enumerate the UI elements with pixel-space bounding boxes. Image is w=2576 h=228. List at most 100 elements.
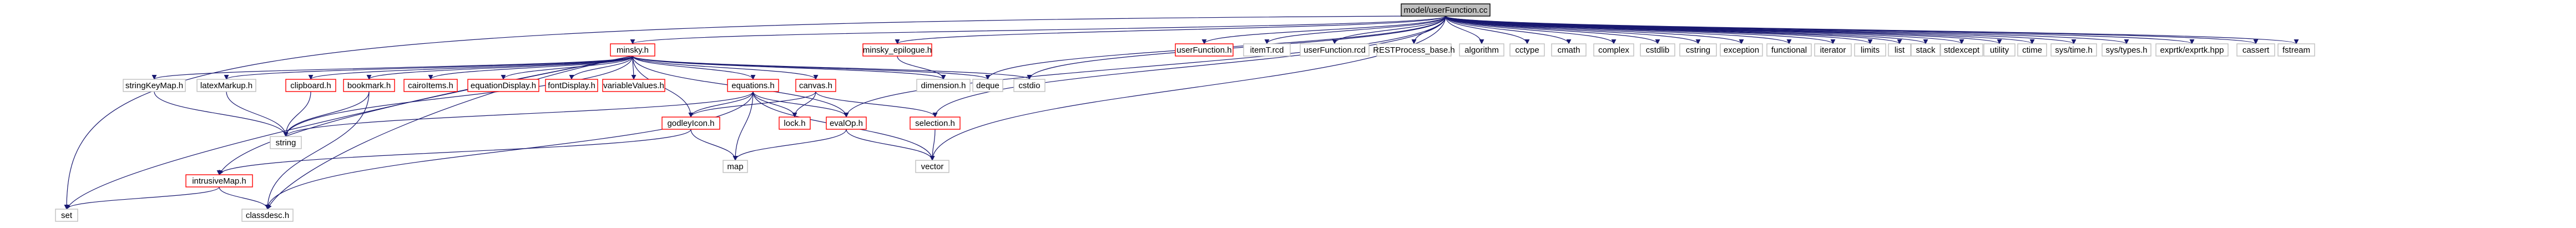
node-cairoItems[interactable]: cairoItems.h (403, 79, 458, 92)
node-utility: utility (1983, 43, 2016, 57)
node-box (1175, 43, 1234, 57)
node-label: classdesc.h (246, 211, 289, 220)
node-cmath: cmath (1551, 43, 1587, 57)
node-box (826, 116, 867, 130)
node-box (1814, 43, 1852, 57)
edge-minsky-to-bookmark (366, 55, 633, 80)
edges-layer (64, 16, 2299, 210)
node-box (862, 43, 932, 57)
node-selection[interactable]: selection.h (910, 116, 961, 130)
node-cstdio: cstdio (1013, 79, 1045, 92)
node-functional: functional (1766, 43, 1812, 57)
node-string: string (270, 136, 302, 149)
node-label: stdexcept (1944, 45, 1980, 55)
edge-root-to-complex (1445, 16, 1617, 44)
node-minsky_epilogue[interactable]: minsky_epilogue.h (862, 43, 932, 57)
edge-intrusiveMap-to-set (64, 186, 220, 210)
node-label: selection.h (915, 119, 955, 128)
edge-minsky_epilogue-to-dimension (897, 55, 946, 80)
node-cstring: cstring (1679, 43, 1717, 57)
node-bookmark[interactable]: bookmark.h (343, 79, 395, 92)
edge-root-to-exception (1445, 16, 1744, 44)
node-label: evalOp.h (830, 119, 863, 128)
node-clipboard[interactable]: clipboard.h (285, 79, 336, 92)
node-box (2102, 43, 2151, 57)
node-box (779, 116, 811, 130)
node-classdesc: classdesc.h (241, 209, 294, 222)
edge-minsky-to-stringKeyMap (151, 55, 633, 80)
node-evalOp[interactable]: evalOp.h (826, 116, 867, 130)
edge-canvas-to-godleyIcon (688, 91, 816, 118)
edge-godleyIcon-to-map (690, 129, 738, 161)
node-box (661, 116, 720, 130)
node-box (602, 79, 665, 92)
node-box (2050, 43, 2097, 57)
node-label: cctype (1515, 45, 1539, 55)
edge-minsky-to-intrusiveMap (219, 55, 633, 175)
node-label: dimension.h (921, 81, 966, 90)
node-label: itemT.rcd (1250, 45, 1284, 55)
node-root[interactable]: model/userFunction.cc (1401, 3, 1491, 17)
node-box (972, 79, 1003, 92)
node-label: minsky.h (617, 45, 649, 55)
node-box (1640, 43, 1675, 57)
node-exception: exception (1720, 43, 1763, 57)
edge-canvas-to-lock (792, 91, 816, 118)
node-label: functional (1771, 45, 1807, 55)
edge-minsky-to-set (66, 55, 633, 210)
node-label: model/userFunction.cc (1404, 6, 1488, 15)
node-box (1551, 43, 1587, 57)
node-label: deque (976, 81, 999, 90)
node-box (1459, 43, 1504, 57)
node-label: userFunction.h (1176, 45, 1231, 55)
node-fontDisplay[interactable]: fontDisplay.h (545, 79, 598, 92)
edge-minsky-to-latexMarkup (224, 55, 633, 80)
node-userFunction[interactable]: userFunction.h (1175, 43, 1234, 57)
node-intrusiveMap[interactable]: intrusiveMap.h (185, 174, 253, 188)
edge-minsky-to-dimension (632, 55, 946, 80)
node-label: cairoItems.h (408, 81, 453, 90)
node-label: userFunction.rcd (1304, 45, 1366, 55)
node-stack: stack (1911, 43, 1941, 57)
node-label: equations.h (731, 81, 775, 90)
node-box (1983, 43, 2016, 57)
node-iterator: iterator (1814, 43, 1852, 57)
node-minsky[interactable]: minsky.h (610, 43, 655, 57)
node-complex: complex (1593, 43, 1634, 57)
node-godleyIcon[interactable]: godleyIcon.h (661, 116, 720, 130)
node-sysTime: sys/time.h (2050, 43, 2097, 57)
node-label: sys/time.h (2055, 45, 2093, 55)
node-box (910, 116, 961, 130)
node-box (2155, 43, 2229, 57)
edge-stringKeyMap-to-string (154, 91, 289, 137)
node-equations[interactable]: equations.h (727, 79, 779, 92)
node-box (1243, 43, 1291, 57)
node-box (1766, 43, 1812, 57)
node-canvas[interactable]: canvas.h (795, 79, 836, 92)
edge-canvas-to-selection (815, 91, 938, 118)
edge-root-to-minsky (630, 16, 1446, 44)
node-sysTypes: sys/types.h (2102, 43, 2151, 57)
node-label: canvas.h (799, 81, 832, 90)
node-box (343, 79, 395, 92)
node-label: complex (1598, 45, 1629, 55)
node-map: map (723, 160, 748, 173)
node-lock[interactable]: lock.h (779, 116, 811, 130)
edge-minsky-to-cairoItems (428, 55, 633, 80)
node-variableValues[interactable]: variableValues.h (602, 79, 665, 92)
node-label: bookmark.h (347, 81, 391, 90)
node-algorithm: algorithm (1459, 43, 1504, 57)
node-label: exception (1724, 45, 1759, 55)
node-box (2236, 43, 2275, 57)
edge-evalOp-to-map (733, 129, 847, 161)
edge-selection-to-vector (930, 129, 936, 161)
node-equationDisplay[interactable]: equationDisplay.h (467, 79, 539, 92)
edge-root-to-cstdio (1027, 16, 1446, 80)
edge-latexMarkup-to-string (226, 91, 289, 137)
node-set: set (55, 209, 78, 222)
node-cassert: cassert (2236, 43, 2275, 57)
edge-root-to-cstring (1445, 16, 1701, 44)
edge-equations-to-evalOp (752, 91, 849, 118)
node-list: list (1888, 43, 1911, 57)
node-label: map (727, 162, 743, 171)
